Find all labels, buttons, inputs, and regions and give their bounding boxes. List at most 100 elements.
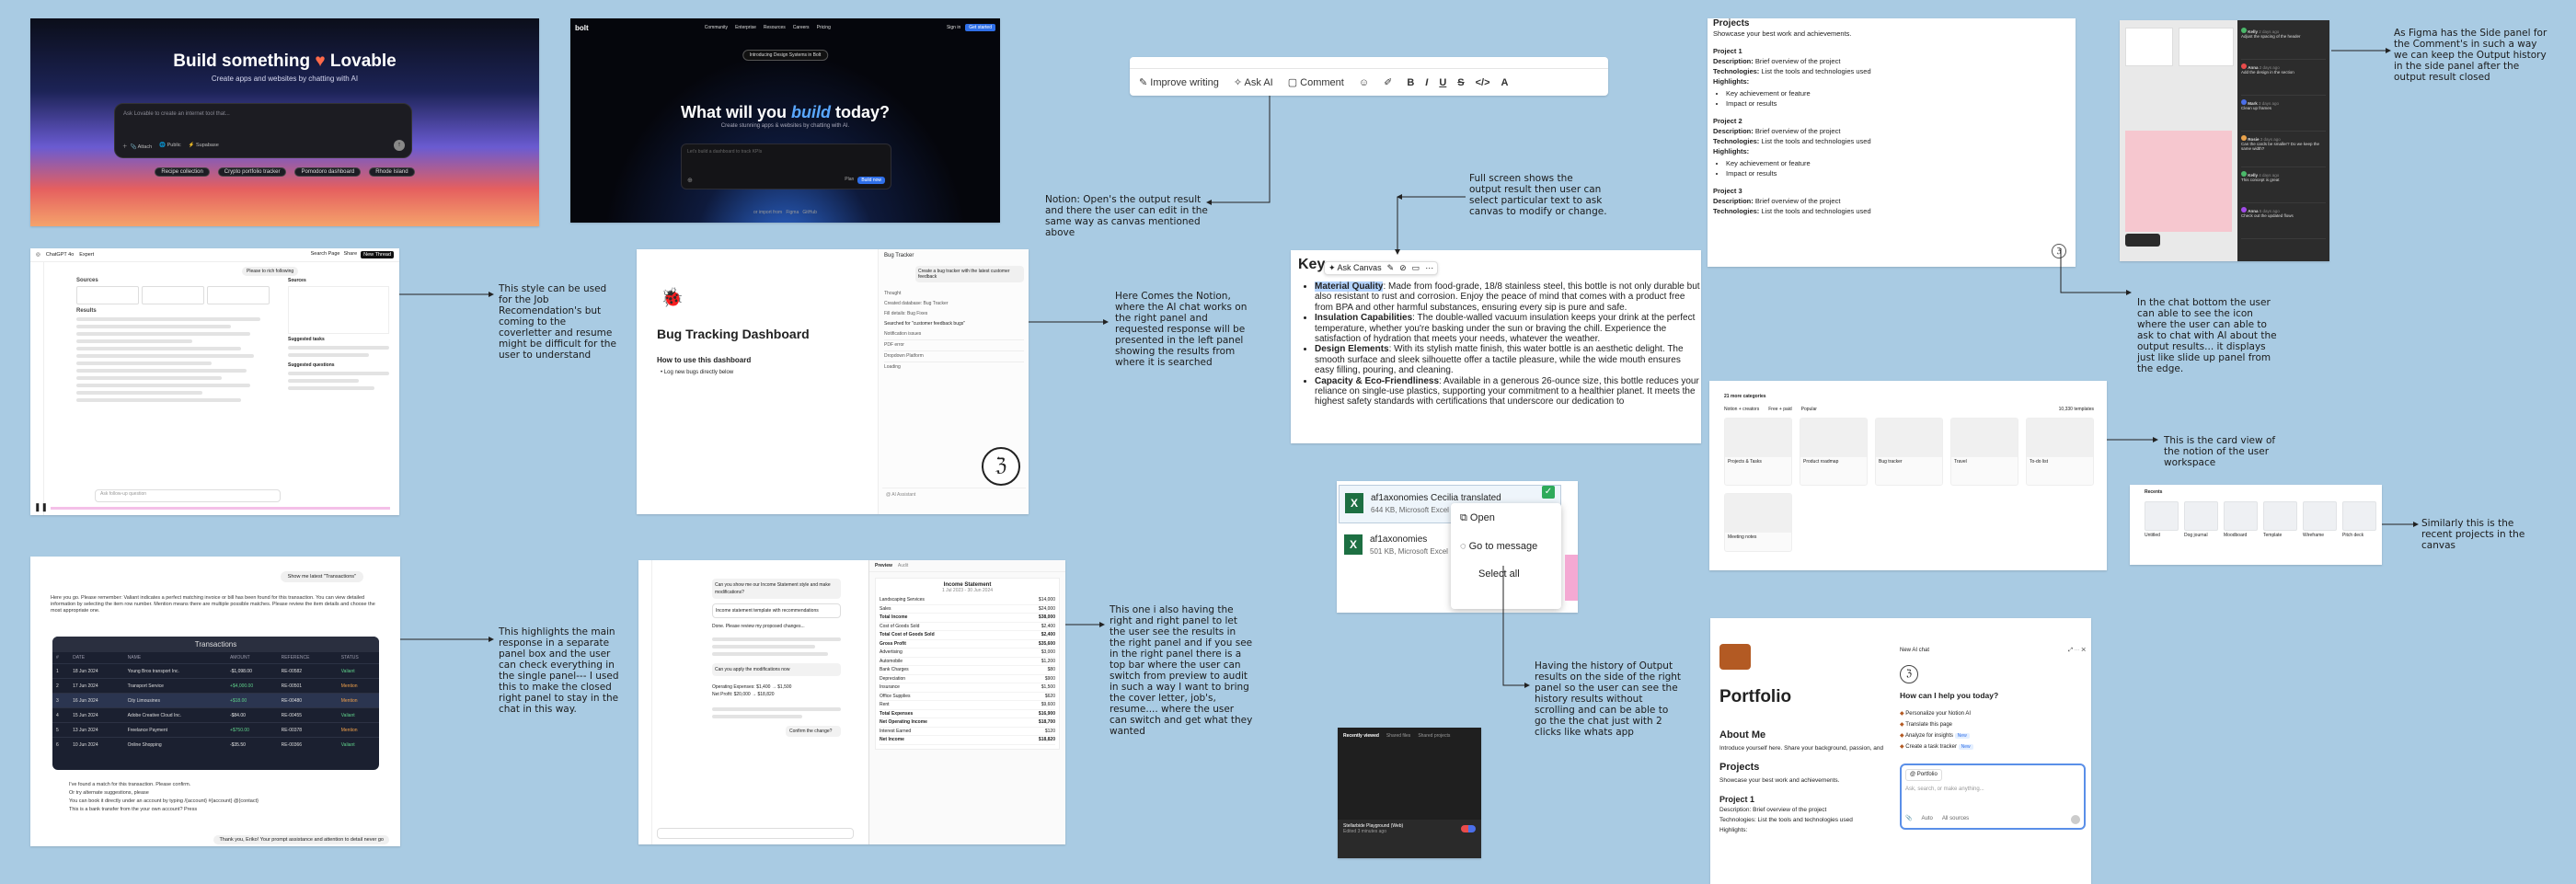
code-button[interactable]: </> — [1475, 76, 1490, 88]
menu-open[interactable]: ⧉ Open — [1460, 512, 1495, 523]
nav-enterprise[interactable]: Enterprise — [735, 25, 756, 30]
supabase-button[interactable]: ⚡ Supabase — [188, 143, 219, 148]
panel-actions-icon[interactable]: ⤢ ⋯ ✕ — [2068, 648, 2086, 653]
edit-icon[interactable]: ✐ — [1384, 77, 1393, 88]
bolt-prompt-input[interactable]: Let's build a dashboard to track KPIs — [687, 149, 763, 155]
template-card[interactable]: Bug tracker — [1875, 418, 1943, 486]
recent-item[interactable]: Dog journal — [2184, 501, 2218, 538]
plan-button[interactable]: Plan — [845, 177, 855, 182]
github-import[interactable]: GitHub — [802, 210, 817, 215]
edit-icon[interactable]: ✎ — [1386, 263, 1395, 272]
nav-pricing[interactable]: Pricing — [816, 25, 831, 30]
menu-go-to-message[interactable]: ◌ Go to message — [1460, 541, 1538, 552]
figma-import[interactable]: Figma — [786, 210, 799, 215]
mention-chip[interactable]: @ Portfolio — [1905, 769, 1942, 781]
build-now-button[interactable]: Build now — [857, 177, 885, 184]
result-item[interactable]: Dropdown Platform — [884, 351, 1024, 362]
recent-item[interactable]: Untitled — [2145, 501, 2179, 538]
recent-item[interactable]: Template — [2263, 501, 2297, 538]
new-thread-button[interactable]: New Thread — [361, 251, 394, 258]
signin-link[interactable]: Sign in — [946, 25, 961, 30]
source-card[interactable] — [76, 286, 139, 304]
chip[interactable]: Rhode Island — [369, 167, 415, 177]
progress-bar[interactable] — [51, 507, 390, 510]
menu-select-all[interactable]: Select all — [1478, 568, 1520, 580]
ai-option[interactable]: ◆ Analyze for insights New — [1900, 730, 2086, 741]
chip[interactable]: Pomodoro dashboard — [294, 167, 362, 177]
recent-item[interactable]: Pitch deck — [2342, 501, 2376, 538]
auto-button[interactable]: Auto — [1921, 816, 1933, 821]
check-icon[interactable]: ✓ — [1542, 486, 1555, 499]
bolt-badge[interactable]: Introducing Design Systems in Bolt — [742, 50, 829, 61]
template-card[interactable]: Meeting notes — [1724, 493, 1792, 552]
chat-header[interactable]: New AI chat — [1900, 648, 1930, 653]
result-item[interactable]: PDF error — [884, 340, 1024, 351]
chat-input-placeholder[interactable]: Ask, search, or make anything... — [1905, 786, 1984, 792]
filter-chip[interactable]: Notion + creators — [1724, 407, 1760, 412]
chat-attachment[interactable]: Income statement template with recommend… — [712, 603, 841, 618]
ai-option[interactable]: ◆ Translate this page — [1900, 722, 1952, 728]
underline-button[interactable]: U — [1439, 76, 1447, 88]
pause-icon[interactable]: ❚❚ — [34, 502, 49, 511]
more-icon[interactable]: ⋯ — [1425, 263, 1434, 272]
file-item[interactable]: X af1axonomies 501 KB, Microsoft Excel — [1339, 527, 1559, 564]
bolt-logo[interactable]: bolt — [575, 23, 589, 32]
tab-shared-files[interactable]: Shared files — [1386, 733, 1411, 739]
preview-tab[interactable]: Preview — [875, 563, 892, 568]
send-icon[interactable] — [2071, 815, 2080, 824]
chip[interactable]: Recipe collection — [155, 167, 210, 177]
result-item[interactable]: Loading — [884, 364, 901, 370]
italic-button[interactable]: I — [1425, 76, 1429, 88]
tab-recently-viewed[interactable]: Recently viewed — [1343, 733, 1379, 739]
nav-resources[interactable]: Resources — [763, 25, 786, 30]
attach-button[interactable]: ＋ 📎 Attach — [122, 144, 153, 150]
plus-icon[interactable]: ⊕ — [687, 178, 693, 184]
confirm-bubble[interactable]: Confirm the change? — [786, 726, 841, 737]
follow-up-input[interactable]: Ask follow-up question — [95, 489, 281, 502]
link-icon[interactable]: ⊘ — [1399, 263, 1407, 272]
sources-button[interactable]: All sources — [1941, 816, 1970, 821]
ask-canvas-toolbar[interactable]: ✦ Ask Canvas ✎ ⊘ ▭ ⋯ — [1324, 261, 1439, 276]
result-item[interactable]: Notification issues — [884, 329, 1024, 340]
ai-input[interactable]: @ AI Assistant — [882, 488, 1026, 511]
file-thumbnail[interactable]: Stellarbide Playground (Web) Edited 3 mi… — [1338, 820, 1481, 858]
recent-item[interactable]: Moodboard — [2224, 501, 2258, 538]
send-icon[interactable]: ↑ — [394, 140, 405, 151]
share-button[interactable]: Share — [343, 251, 358, 257]
audit-tab[interactable]: Audit — [897, 563, 909, 568]
tab-shared-projects[interactable]: Shared projects — [1418, 733, 1451, 739]
attach-icon[interactable]: 📎 — [1905, 816, 1913, 821]
emoji-icon[interactable]: ☺ — [1358, 76, 1370, 88]
ask-canvas-button[interactable]: ✦ Ask Canvas — [1328, 263, 1382, 272]
chat-input[interactable] — [657, 828, 854, 839]
ai-option[interactable]: ◆ Personalize your Notion AI — [1900, 711, 1972, 717]
bolt-prompt-box[interactable]: Let's build a dashboard to track KPIs Pl… — [681, 144, 891, 189]
comment-icon[interactable]: ▭ — [1411, 263, 1420, 272]
get-started-button[interactable]: Get started — [965, 24, 995, 31]
template-card[interactable]: Travel — [1950, 418, 2018, 486]
search-page-tab[interactable]: Search Page — [310, 251, 340, 257]
template-card[interactable]: Product roadmap — [1800, 418, 1868, 486]
chip[interactable]: Crypto portfolio tracker — [217, 167, 287, 177]
lovable-prompt-input[interactable]: Ask Lovable to create an internet tool t… — [123, 111, 230, 117]
recent-item[interactable]: Wireframe — [2303, 501, 2337, 538]
improve-writing-button[interactable]: ✎ Improve writing — [1139, 77, 1219, 88]
nav-careers[interactable]: Careers — [792, 25, 810, 30]
comment-button[interactable]: ▢ Comment — [1287, 77, 1344, 88]
filter-chip[interactable]: Popular — [1800, 407, 1817, 412]
strike-button[interactable]: S — [1457, 76, 1465, 88]
bold-button[interactable]: B — [1407, 76, 1415, 88]
ask-ai-button[interactable]: ✧ Ask AI — [1233, 77, 1273, 88]
model-selector[interactable]: ChatGPT 4o — [45, 252, 75, 258]
